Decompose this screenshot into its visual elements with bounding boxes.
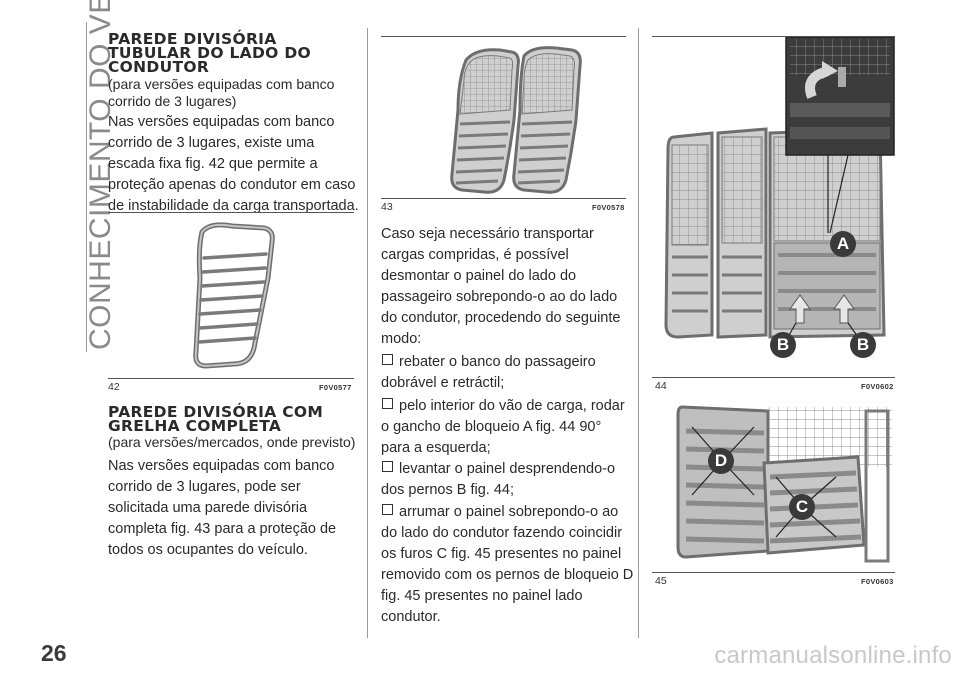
figure-43-top-rule xyxy=(381,36,626,37)
step-line: os furos C fig. 45 presentes no painel xyxy=(381,546,622,562)
subtitle-line: corrido de 3 lugares) xyxy=(108,93,237,109)
paragraph-line: de instabilidade da carga transportada. xyxy=(108,198,359,214)
figure-42-number: 42 xyxy=(108,381,120,393)
step-1: rebater o banco do passageiro dobrável e… xyxy=(381,352,596,394)
step-3: levantar o painel desprendendo-o dos per… xyxy=(381,459,615,501)
step-line: removido com os pernos de bloqueio D xyxy=(381,567,634,583)
checkbox-bullet-icon xyxy=(382,354,393,365)
heading-line: CONDUTOR xyxy=(108,58,210,76)
paragraph-long-loads: Caso seja necessário transportar cargas … xyxy=(381,224,620,350)
step-line: para a esquerda; xyxy=(381,440,491,456)
step-line: arrumar o painel sobrepondo-o ao xyxy=(399,504,619,520)
figure-45-number: 45 xyxy=(655,575,667,587)
checkbox-bullet-icon xyxy=(382,504,393,515)
figure-44-hook-and-pins xyxy=(664,37,895,339)
paragraph-line: desmontar o painel do lado do xyxy=(381,268,577,284)
subtitle-line: (para versões equipadas com banco xyxy=(108,76,335,92)
heading-tubular-partition: PAREDE DIVISÓRIA TUBULAR DO LADO DO COND… xyxy=(108,30,311,76)
heading-line: GRELHA COMPLETA xyxy=(108,417,282,435)
step-line: fig. 45 presentes no painel lado xyxy=(381,588,583,604)
paragraph-line: Caso seja necessário transportar xyxy=(381,226,594,242)
paragraph-line: modo: xyxy=(381,331,422,347)
step-4: arrumar o painel sobrepondo-o ao do lado… xyxy=(381,502,633,628)
heading-tubular-subtitle: (para versões equipadas com banco corrid… xyxy=(108,76,334,110)
paragraph-line: todos os ocupantes do veículo. xyxy=(108,542,308,558)
heading-full-grille-partition: PAREDE DIVISÓRIA COM GRELHA COMPLETA xyxy=(108,403,324,435)
figure-42-tubular-ladder xyxy=(193,222,275,369)
figure-45-panels-overlapped xyxy=(676,405,892,563)
checkbox-bullet-icon xyxy=(382,398,393,409)
figure-43-full-grille-partition xyxy=(450,46,582,194)
checkbox-bullet-icon xyxy=(382,461,393,472)
step-line: dos pernos B fig. 44; xyxy=(381,482,514,498)
step-line: do lado do condutor fazendo coincidir xyxy=(381,525,623,541)
paragraph-line: Nas versões equipadas com banco xyxy=(108,458,335,474)
label-b-badge-left: B xyxy=(770,332,796,358)
label-c-badge: C xyxy=(789,494,815,520)
figure-44-number: 44 xyxy=(655,380,667,392)
paragraph-line: corrido de 3 lugares, existe uma xyxy=(108,135,315,151)
figure-42-code: F0V0577 xyxy=(319,383,352,392)
paragraph-line: passageiro sobrepondo-o ao do lado xyxy=(381,289,618,305)
figure-44-code: F0V0602 xyxy=(861,382,894,391)
label-b-badge-right: B xyxy=(850,332,876,358)
watermark-link[interactable]: carmanualsonline.info xyxy=(714,642,952,669)
column-divider-2 xyxy=(638,28,639,638)
figure-45-code: F0V0603 xyxy=(861,577,894,586)
figure-42-top-rule xyxy=(108,212,354,213)
heading-full-grille-subtitle: (para versões/mercados, onde previsto) xyxy=(108,434,356,450)
paragraph-full-grille: Nas versões equipadas com banco corrido … xyxy=(108,456,336,561)
paragraph-line: Nas versões equipadas com banco xyxy=(108,114,335,130)
step-line: condutor. xyxy=(381,609,441,625)
figure-44-top-rule xyxy=(652,36,895,37)
heading-line: PAREDE DIVISÓRIA COM xyxy=(108,403,324,421)
column-divider-1 xyxy=(367,28,368,638)
paragraph-line: cargas compridas, é possível xyxy=(381,247,569,263)
paragraph-tubular: Nas versões equipadas com banco corrido … xyxy=(108,112,359,217)
step-line: levantar o painel desprendendo-o xyxy=(399,461,616,477)
step-2: pelo interior do vão de carga, rodar o g… xyxy=(381,396,625,459)
figure-43-number: 43 xyxy=(381,201,393,213)
figure-42-bottom-rule xyxy=(108,378,354,379)
paragraph-line: proteção apenas do condutor em caso xyxy=(108,177,356,193)
label-a-badge: A xyxy=(830,231,856,257)
paragraph-line: escada fixa fig. 42 que permite a xyxy=(108,156,318,172)
figure-44-bottom-rule xyxy=(652,377,895,378)
figure-43-bottom-rule xyxy=(381,198,626,199)
heading-line: TUBULAR DO LADO DO xyxy=(108,44,311,62)
side-title-rule xyxy=(86,22,87,352)
step-line: rebater o banco do passageiro xyxy=(399,354,596,370)
step-line: pelo interior do vão de carga, rodar xyxy=(399,398,625,414)
step-line: dobrável e retráctil; xyxy=(381,375,505,391)
paragraph-line: completa fig. 43 para a proteção de xyxy=(108,521,337,537)
figure-45-bottom-rule xyxy=(652,572,895,573)
figure-43-code: F0V0578 xyxy=(592,203,625,212)
step-line: o gancho de bloqueio A fig. 44 90° xyxy=(381,419,602,435)
heading-line: PAREDE DIVISÓRIA xyxy=(108,30,277,48)
page-number: 26 xyxy=(41,640,67,666)
paragraph-line: corrido de 3 lugares, pode ser xyxy=(108,479,301,495)
paragraph-line: solicitada uma parede divisória xyxy=(108,500,308,516)
label-d-badge: D xyxy=(708,448,734,474)
paragraph-line: do condutor, procedendo do seguinte xyxy=(381,310,621,326)
